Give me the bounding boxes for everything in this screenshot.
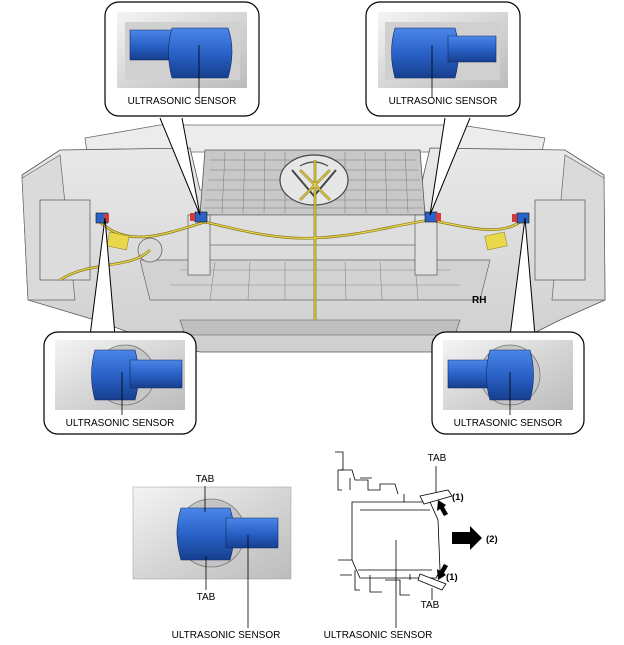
callout-label: ULTRASONIC SENSOR (128, 96, 237, 107)
callout-bottom-right: ULTRASONIC SENSOR (431, 331, 585, 435)
tab-label: TAB (196, 474, 215, 485)
bumper-rh-marking: RH (472, 295, 486, 306)
tab-label: TAB (421, 600, 440, 611)
sensor-label: ULTRASONIC SENSOR (172, 630, 281, 641)
step-number: (2) (486, 534, 498, 545)
pull-arrow-right (452, 526, 482, 550)
sensor-tab-detail-photo: TAB TAB ULTRASONIC SENSOR (132, 474, 292, 641)
tab-label: TAB (197, 592, 216, 603)
callout-label: ULTRASONIC SENSOR (454, 418, 563, 429)
callout-top-right: ULTRASONIC SENSOR (365, 1, 521, 117)
press-arrow-up (437, 500, 448, 516)
step-number: (1) (446, 572, 458, 583)
bumper-assembly: RH (21, 124, 606, 353)
callout-bottom-left: ULTRASONIC SENSOR (43, 331, 197, 435)
callout-label: ULTRASONIC SENSOR (389, 96, 498, 107)
sensor-label: ULTRASONIC SENSOR (324, 630, 433, 641)
sensor-locator-points (95, 211, 530, 224)
step-number: (1) (452, 492, 464, 503)
removal-arrows (437, 500, 482, 580)
callout-top-left: ULTRASONIC SENSOR (104, 1, 260, 117)
callout-label: ULTRASONIC SENSOR (66, 418, 175, 429)
ultrasonic-sensor-shape (176, 507, 235, 561)
tab-label: TAB (428, 453, 447, 464)
press-arrow-down (437, 564, 448, 580)
